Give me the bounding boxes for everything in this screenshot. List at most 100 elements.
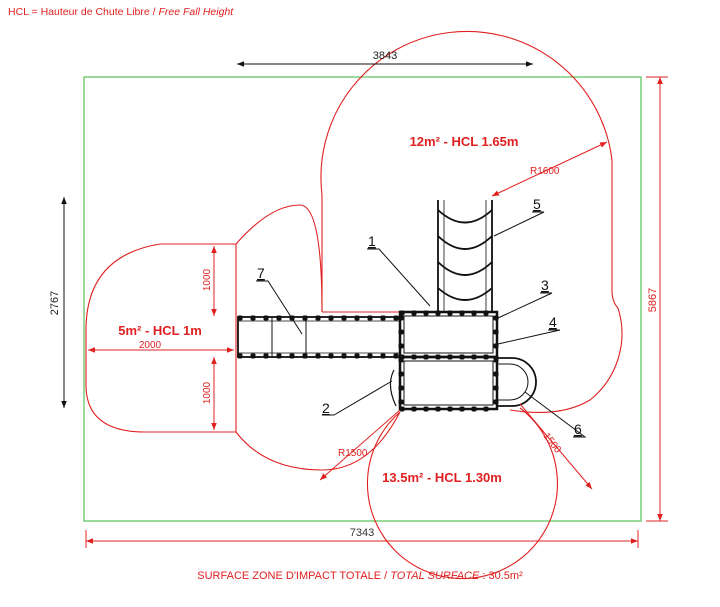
callout-6: 6: [574, 421, 582, 437]
left-lower-gap: 1000: [202, 381, 213, 404]
tower-lower: [398, 355, 499, 411]
bolt: [398, 329, 404, 335]
bolt: [493, 315, 499, 321]
bolt: [447, 310, 453, 316]
bolt: [493, 329, 499, 335]
bolt: [483, 406, 489, 412]
bolt: [328, 315, 334, 321]
slide-spiral: [437, 200, 493, 312]
bolt: [447, 406, 453, 412]
total-surface: SURFACE ZONE D'IMPACT TOTALE / TOTAL SUR…: [0, 570, 720, 582]
bolt: [250, 315, 256, 321]
bolt: [354, 315, 360, 321]
zone-top-label: 12m² - HCL 1.65m: [410, 134, 519, 149]
bolt: [289, 353, 295, 359]
red-dimensions: [85, 76, 668, 548]
bolt: [393, 315, 399, 321]
left-zone-width: 2000: [139, 340, 162, 351]
callout-7: 7: [257, 265, 265, 281]
bolt: [263, 353, 269, 359]
bolt: [328, 353, 334, 359]
legend-english: Free Fall Height: [158, 6, 234, 18]
bolt: [367, 353, 373, 359]
bolt: [471, 406, 477, 412]
bolt: [398, 385, 404, 391]
legend-abbreviation: HCL = Hauteur de Chute Libre /: [8, 6, 159, 18]
bolt: [447, 354, 453, 360]
bolt: [341, 315, 347, 321]
bolt: [354, 353, 360, 359]
bolt: [263, 315, 269, 321]
right-dimension: 5867: [647, 288, 659, 312]
exit-loop: [497, 357, 537, 407]
impact-zone-outline: [85, 30, 623, 580]
bolt: [398, 357, 404, 363]
bolt: [276, 353, 282, 359]
bolt: [380, 315, 386, 321]
bolt: [398, 399, 404, 405]
bolt: [237, 353, 243, 359]
bolt: [398, 343, 404, 349]
callout-leaders: [256, 211, 587, 438]
bolt: [237, 315, 243, 321]
ramp-curve: [389, 369, 397, 407]
bolt: [459, 406, 465, 412]
total-surface-value: : 30.5m²: [479, 570, 523, 582]
bolt: [276, 315, 282, 321]
bolt: [341, 353, 347, 359]
callout-4: 4: [549, 314, 557, 330]
bolt: [423, 406, 429, 412]
zone-left-label: 5m² - HCL 1m: [118, 323, 202, 338]
total-surface-en: TOTAL SURFACE: [390, 570, 480, 582]
radius-bottom-right: 1500: [541, 431, 564, 456]
bolt: [411, 310, 417, 316]
bolt: [393, 353, 399, 359]
bolt: [250, 353, 256, 359]
callout-5: 5: [533, 196, 541, 212]
tunnel-bridge: [237, 316, 401, 358]
left-dimension: 2767: [49, 291, 61, 315]
bolt: [435, 310, 441, 316]
bolt: [302, 315, 308, 321]
bolt: [380, 353, 386, 359]
tower-upper: [398, 310, 499, 359]
black-dimensions: [61, 61, 533, 408]
bolt: [471, 310, 477, 316]
site-boundary: [83, 76, 642, 522]
bolt: [459, 354, 465, 360]
radius-top: R1600: [530, 166, 560, 177]
bolt: [459, 310, 465, 316]
bolt: [399, 310, 405, 316]
bolt: [367, 315, 373, 321]
callout-1: 1: [368, 233, 376, 249]
total-surface-fr: SURFACE ZONE D'IMPACT TOTALE /: [197, 570, 391, 582]
bolt: [315, 315, 321, 321]
bolt: [399, 406, 405, 412]
bolt: [493, 371, 499, 377]
bolt: [302, 353, 308, 359]
bolt: [471, 354, 477, 360]
bolt: [315, 353, 321, 359]
top-dimension: 3843: [373, 50, 397, 62]
bolt: [435, 406, 441, 412]
legend: HCL = Hauteur de Chute Libre / Free Fall…: [8, 6, 233, 18]
bolt: [423, 310, 429, 316]
bolt: [398, 371, 404, 377]
left-upper-gap: 1000: [202, 268, 213, 291]
slide-edge: [443, 200, 487, 312]
bolt: [435, 354, 441, 360]
radius-bottom-left: R1500: [338, 448, 368, 459]
bottom-dimension: 7343: [350, 527, 374, 539]
bolt: [493, 399, 499, 405]
callout-2: 2: [322, 400, 330, 416]
bolt: [483, 354, 489, 360]
bolt: [411, 406, 417, 412]
zone-bottom-label: 13.5m² - HCL 1.30m: [382, 470, 502, 485]
bolt: [493, 385, 499, 391]
bolt: [483, 310, 489, 316]
bolt: [398, 315, 404, 321]
callout-3: 3: [541, 277, 549, 293]
bolt: [423, 354, 429, 360]
bolt: [493, 357, 499, 363]
